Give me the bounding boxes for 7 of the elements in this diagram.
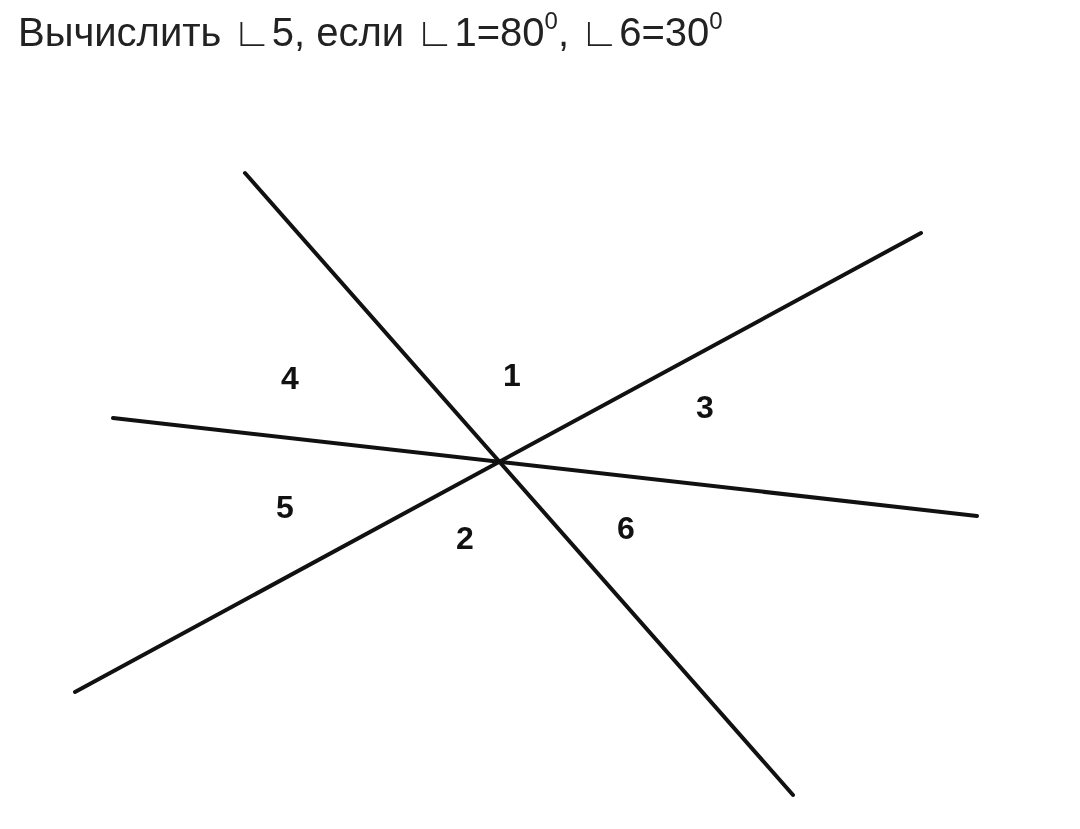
- angle-number: 2: [456, 522, 474, 554]
- title: Вычислить ∟5, если ∟1=80$^{0}$, ∟6=30$^{0}$: [18, 10, 723, 55]
- angle-number: 4: [281, 362, 299, 394]
- angle-number: 1: [503, 359, 521, 391]
- angle-number: 3: [696, 391, 714, 423]
- angle-number: 5: [276, 491, 294, 523]
- angle-number: 6: [617, 512, 635, 544]
